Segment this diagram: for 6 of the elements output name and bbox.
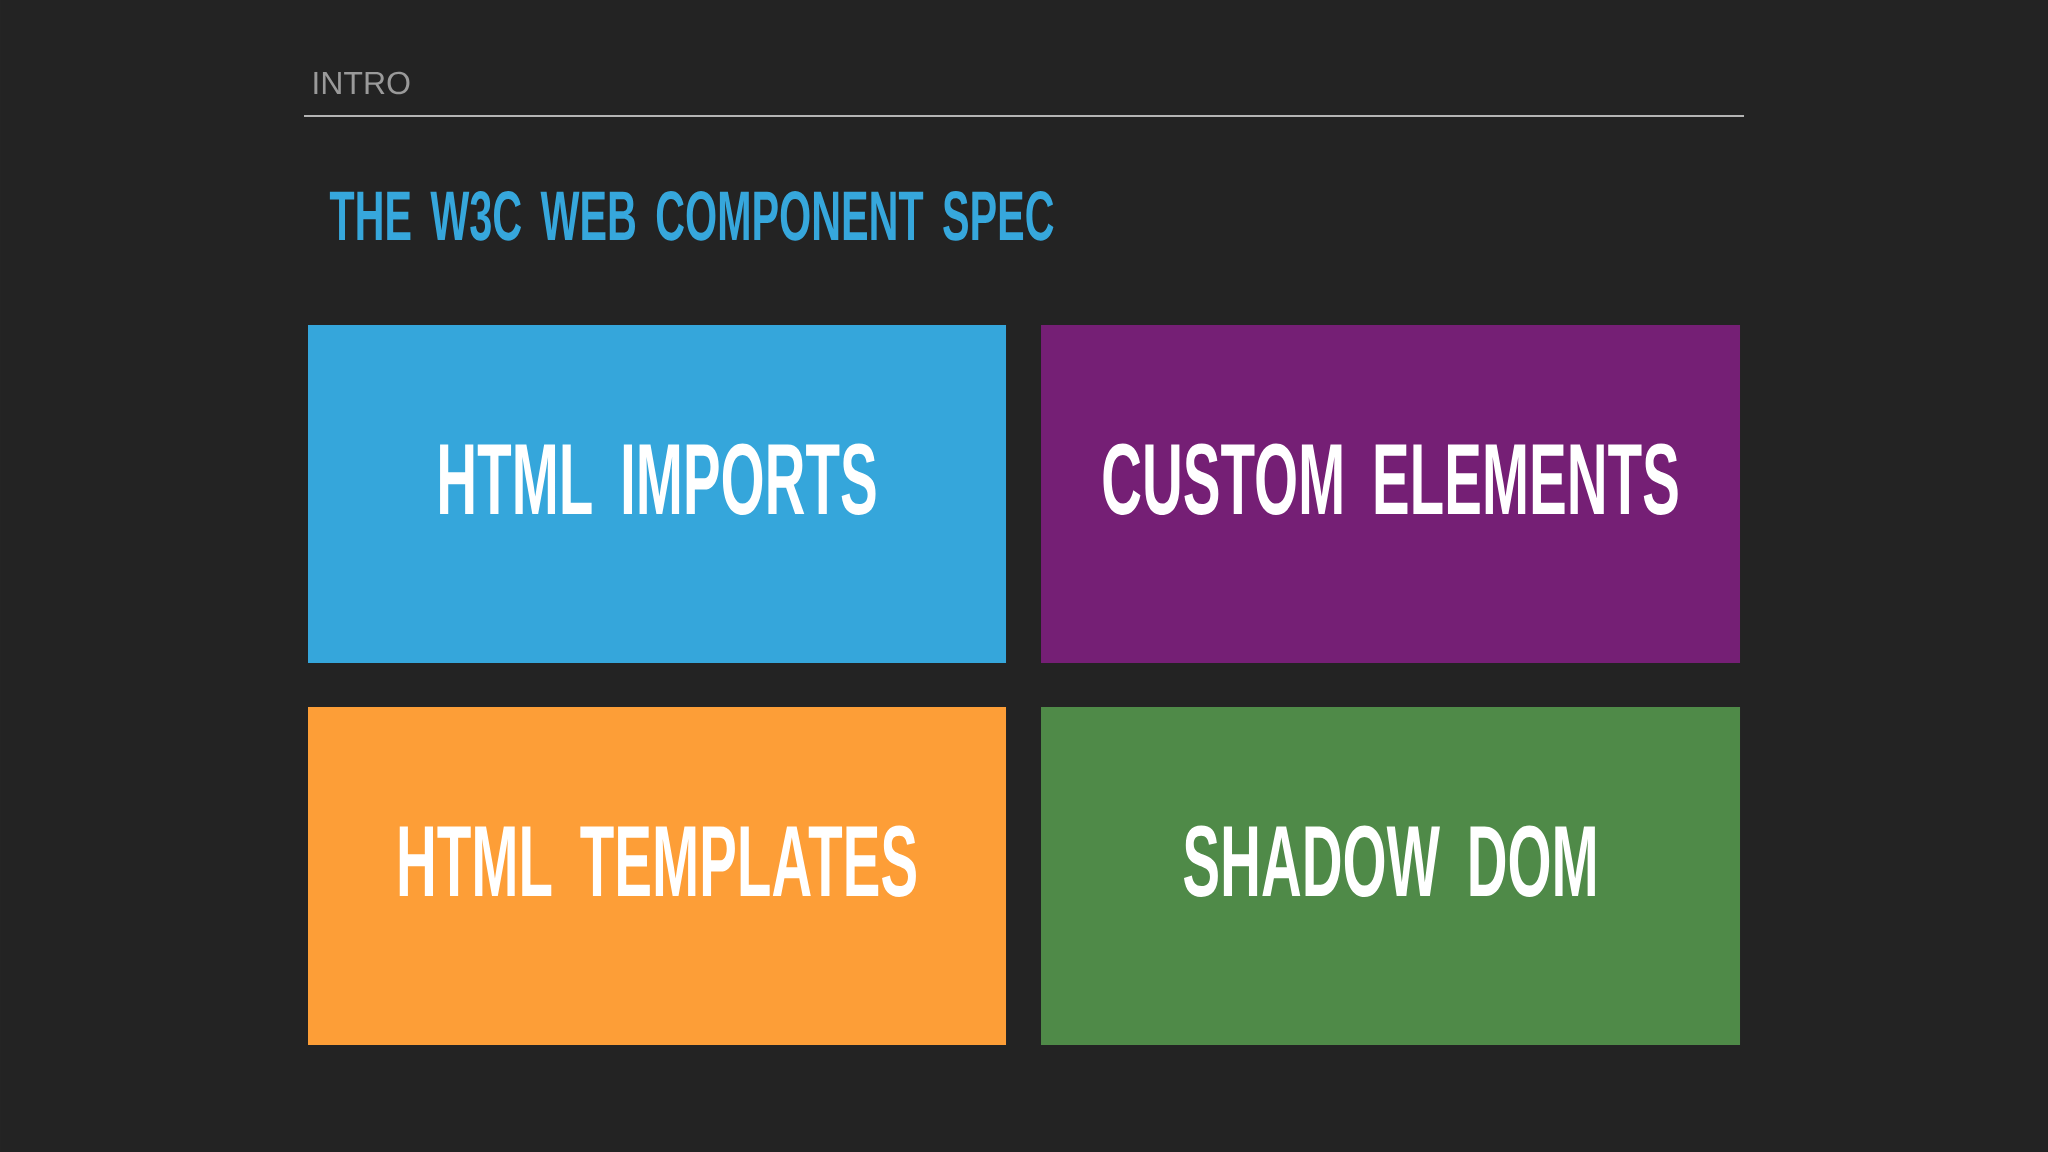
component-box: SHADOW DOM	[1041, 707, 1741, 1045]
title: THE W3C WEB COMPONENT SPEC	[329, 191, 1054, 241]
section-label: INTRO	[314, 71, 410, 95]
component-box: HTML IMPORTS	[308, 325, 1006, 663]
component-box: HTML TEMPLATES	[308, 707, 1006, 1045]
component-box: CUSTOM ELEMENTS	[1041, 325, 1741, 663]
